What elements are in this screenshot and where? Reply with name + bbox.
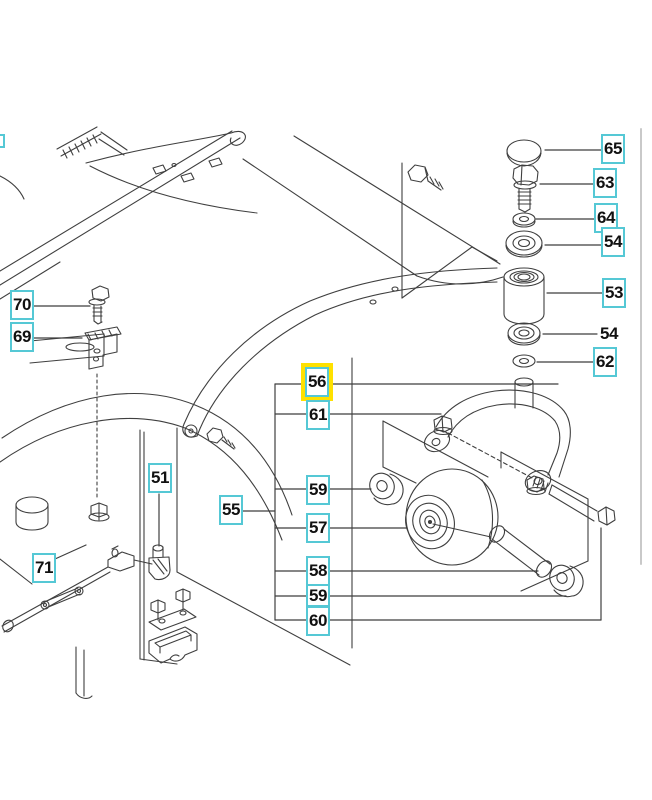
cropped-label-box xyxy=(0,134,5,148)
leader-lines xyxy=(32,149,603,621)
part-label-61[interactable]: 61 xyxy=(306,400,330,430)
part-label-62[interactable]: 62 xyxy=(593,347,617,377)
part-label-54b[interactable]: 54 xyxy=(600,324,618,343)
caster-fork-drawing xyxy=(423,377,571,492)
part-label-70[interactable]: 70 xyxy=(10,290,34,320)
part-label-51[interactable]: 51 xyxy=(148,463,172,493)
part-label-58[interactable]: 58 xyxy=(306,556,330,586)
part-label-56-highlighted[interactable]: 56 xyxy=(301,363,333,401)
wheel-axle-drawing xyxy=(369,468,616,598)
part-label-63[interactable]: 63 xyxy=(593,168,617,198)
part-label-60[interactable]: 60 xyxy=(306,606,330,636)
part-label-54a[interactable]: 54 xyxy=(601,227,625,257)
part-label-65[interactable]: 65 xyxy=(601,134,625,164)
deck-drawing xyxy=(0,126,589,699)
part-label-55[interactable]: 55 xyxy=(219,495,243,525)
caster-stack-drawing xyxy=(503,139,545,368)
part-label-69[interactable]: 69 xyxy=(10,322,34,352)
part-label-53[interactable]: 53 xyxy=(602,278,626,308)
part-label-59b[interactable]: 59 xyxy=(306,584,330,607)
attachment-hardware-drawing xyxy=(1,285,198,664)
part-label-57[interactable]: 57 xyxy=(306,513,330,543)
part-label-71[interactable]: 71 xyxy=(32,553,56,583)
part-label-59a[interactable]: 59 xyxy=(306,475,330,505)
